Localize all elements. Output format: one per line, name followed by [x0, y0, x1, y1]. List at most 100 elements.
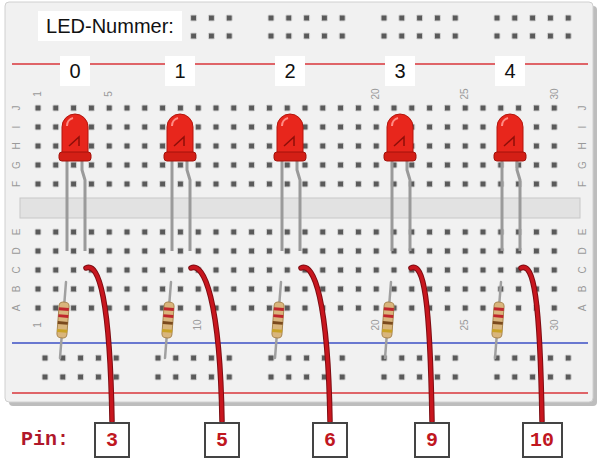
- breadboard-hole: [106, 143, 112, 149]
- breadboard-hole: [320, 248, 326, 254]
- breadboard-hole: [142, 286, 148, 292]
- breadboard-hole: [71, 162, 77, 168]
- breadboard-hole: [35, 124, 41, 130]
- breadboard-hole: [551, 105, 557, 111]
- rail-hole: [321, 33, 327, 39]
- rail-hole: [155, 355, 161, 361]
- led-cathode-leg: [297, 158, 300, 251]
- breadboard-hole: [284, 286, 290, 292]
- rail-hole: [399, 355, 405, 361]
- row-letter: G: [12, 161, 22, 169]
- breadboard-hole: [124, 286, 130, 292]
- breadboard-hole: [213, 162, 219, 168]
- breadboard-hole: [195, 124, 201, 130]
- led-inner: [394, 137, 404, 146]
- rail-hole: [547, 15, 553, 21]
- breadboard-hole: [320, 105, 326, 111]
- breadboard-hole: [88, 143, 94, 149]
- breadboard-hole: [231, 162, 237, 168]
- rail-hole: [399, 33, 405, 39]
- rail-hole: [226, 15, 232, 21]
- rail-hole: [113, 374, 119, 380]
- row-letter: J: [578, 106, 588, 111]
- breadboard-hole: [124, 143, 130, 149]
- breadboard-hole: [373, 181, 379, 187]
- breadboard-hole: [284, 105, 290, 111]
- breadboard-hole: [284, 162, 290, 168]
- rail-hole: [191, 33, 197, 39]
- breadboard-hole: [35, 248, 41, 254]
- led-cathode-leg: [82, 158, 85, 251]
- breadboard-hole: [71, 286, 77, 292]
- led-dome: [62, 114, 88, 156]
- breadboard-hole: [409, 305, 415, 311]
- rail-hole: [339, 15, 345, 21]
- breadboard-hole: [71, 248, 77, 254]
- rail-hole: [268, 15, 274, 21]
- breadboard-hole: [35, 267, 41, 273]
- breadboard-hole: [142, 162, 148, 168]
- breadboard-hole: [213, 124, 219, 130]
- breadboard-hole: [338, 162, 344, 168]
- breadboard-hole: [302, 105, 308, 111]
- breadboard-hole: [231, 181, 237, 187]
- rail-hole: [512, 15, 518, 21]
- resistor-symbol: [272, 302, 285, 339]
- breadboard-hole: [409, 286, 415, 292]
- breadboard-hole: [88, 286, 94, 292]
- breadboard-hole: [124, 105, 130, 111]
- led-dome: [167, 114, 193, 156]
- breadboard-hole: [373, 229, 379, 235]
- rail-hole: [339, 355, 345, 361]
- breadboard-hole: [320, 229, 326, 235]
- led-anode-leg: [171, 158, 174, 251]
- breadboard-hole: [88, 305, 94, 311]
- breadboard-hole: [160, 286, 166, 292]
- breadboard-hole: [266, 248, 272, 254]
- breadboard-hole: [302, 248, 308, 254]
- breadboard-hole: [231, 267, 237, 273]
- row-letter: J: [12, 106, 22, 111]
- resistor-symbol: [492, 302, 505, 339]
- rail-hole: [565, 15, 571, 21]
- row-letter: F: [578, 181, 588, 187]
- led-highlight: [67, 118, 73, 126]
- breadboard-hole: [373, 105, 379, 111]
- breadboard-hole: [462, 229, 468, 235]
- resistor-band: [163, 314, 173, 318]
- breadboard-hole: [427, 124, 433, 130]
- breadboard-hole: [551, 162, 557, 168]
- led-number-box: 2: [275, 56, 305, 86]
- resistor-symbol: [57, 302, 70, 339]
- breadboard-hole: [53, 124, 59, 130]
- breadboard-hole: [53, 267, 59, 273]
- breadboard-hole: [338, 229, 344, 235]
- breadboard-hole: [373, 143, 379, 149]
- breadboard-hole: [338, 105, 344, 111]
- rail-hole: [95, 355, 101, 361]
- breadboard-hole: [53, 105, 59, 111]
- breadboard-hole: [355, 286, 361, 292]
- row-letter: B: [578, 286, 588, 293]
- breadboard-hole: [160, 229, 166, 235]
- column-number: 10: [193, 319, 203, 330]
- breadboard-hole: [409, 105, 415, 111]
- led-highlight: [282, 118, 288, 126]
- breadboard-hole: [213, 286, 219, 292]
- breadboard-hole: [320, 143, 326, 149]
- resistor-band: [383, 314, 393, 318]
- breadboard-hole: [195, 286, 201, 292]
- rail-hole: [208, 355, 214, 361]
- breadboard-hole: [444, 248, 450, 254]
- breadboard-hole: [124, 229, 130, 235]
- rail-hole: [304, 15, 310, 21]
- breadboard-hole: [444, 267, 450, 273]
- jumper-wire: [301, 267, 330, 421]
- resistor-band: [163, 321, 173, 325]
- wire-outline: [411, 267, 432, 421]
- rail-hole: [565, 355, 571, 361]
- row-letter: I: [578, 126, 588, 129]
- resistor-band: [383, 321, 393, 325]
- rail-hole: [339, 33, 345, 39]
